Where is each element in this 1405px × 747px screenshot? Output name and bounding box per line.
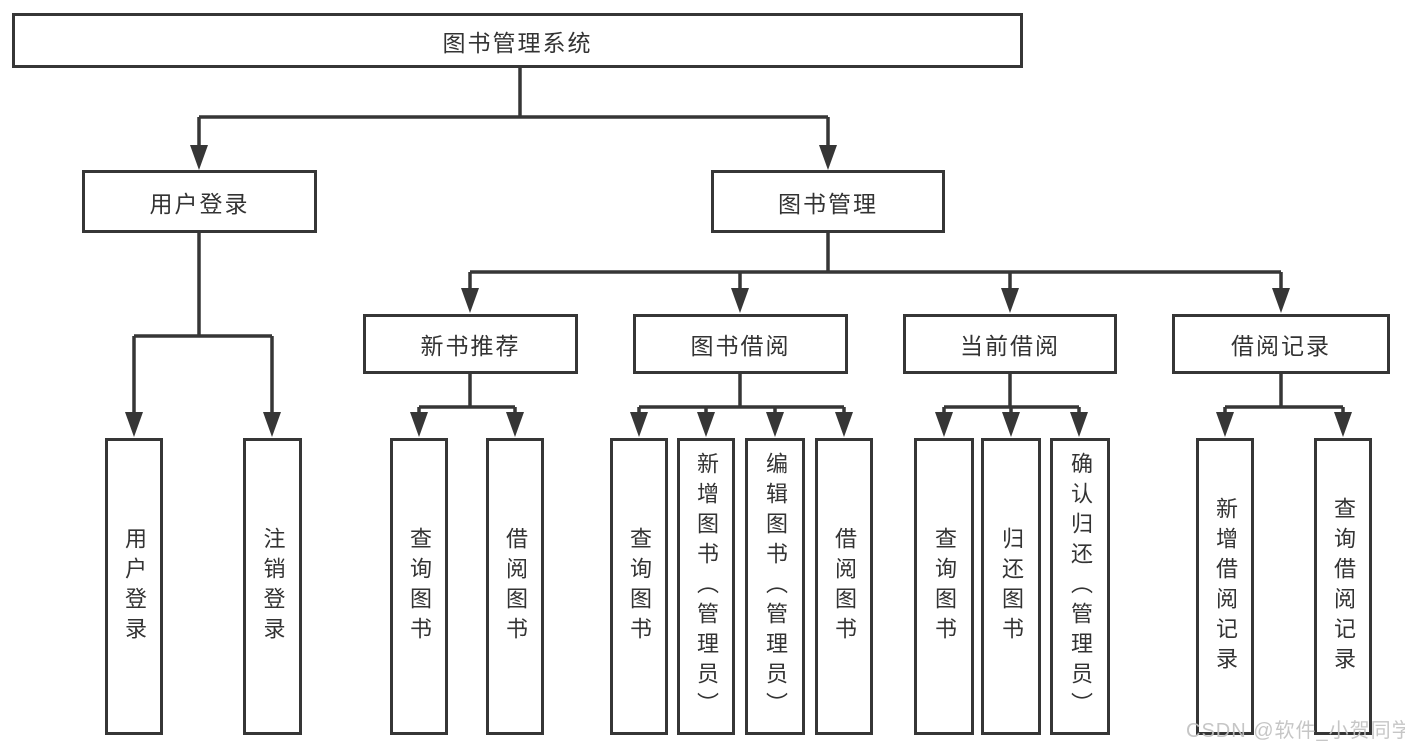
node-book-borrowing-label: 图书借阅 — [690, 333, 791, 359]
arrowhead — [1070, 412, 1088, 437]
arrowhead — [190, 145, 208, 170]
arrowhead — [410, 412, 428, 437]
node-leaf-borrow-books-2: 借阅图书 — [815, 438, 873, 735]
arrowhead — [766, 412, 784, 437]
node-leaf-user-login: 用户登录 — [105, 438, 163, 735]
arrowhead — [1334, 412, 1352, 437]
node-leaf-add-borrow-record-label: 新增借阅记录 — [1213, 496, 1238, 677]
node-new-book-recommend: 新书推荐 — [363, 314, 578, 374]
node-leaf-query-books-3: 查询图书 — [914, 438, 974, 735]
connector-path — [132, 68, 1345, 414]
node-leaf-query-books-2: 查询图书 — [610, 438, 668, 735]
node-leaf-logout-label: 注销登录 — [260, 526, 286, 647]
arrowhead — [506, 412, 524, 437]
node-leaf-add-books-admin: 新增图书（管理员） — [677, 438, 735, 735]
node-book-borrowing: 图书借阅 — [633, 314, 848, 374]
arrowhead — [125, 412, 143, 437]
arrowheads — [125, 145, 1352, 437]
node-leaf-confirm-return-admin-label: 确认归还（管理员） — [1068, 451, 1093, 722]
node-leaf-add-books-admin-label: 新增图书（管理员） — [694, 451, 719, 722]
node-book-management-label: 图书管理 — [778, 190, 878, 217]
arrowhead — [935, 412, 953, 437]
arrowhead — [263, 412, 281, 437]
node-leaf-query-books-1: 查询图书 — [390, 438, 448, 735]
arrowhead — [1002, 412, 1020, 437]
node-library-system: 图书管理系统 — [12, 13, 1023, 68]
arrowhead — [630, 412, 648, 437]
node-leaf-edit-books-admin: 编辑图书（管理员） — [745, 438, 805, 735]
node-leaf-edit-books-admin-label: 编辑图书（管理员） — [763, 451, 788, 722]
node-leaf-confirm-return-admin: 确认归还（管理员） — [1050, 438, 1110, 735]
node-leaf-add-borrow-record: 新增借阅记录 — [1196, 438, 1254, 735]
arrowhead — [835, 412, 853, 437]
node-leaf-borrow-books-1: 借阅图书 — [486, 438, 544, 735]
node-new-book-recommend-label: 新书推荐 — [420, 333, 521, 359]
arrowhead — [1001, 288, 1019, 313]
watermark: CSDN @软件_小贺同学 — [1186, 720, 1405, 742]
arrowhead — [1272, 288, 1290, 313]
node-leaf-borrow-books-2-label: 借阅图书 — [832, 526, 857, 647]
node-book-management: 图书管理 — [711, 170, 945, 233]
arrowhead — [1216, 412, 1234, 437]
node-user-login-label: 用户登录 — [149, 190, 250, 217]
node-leaf-borrow-books-1-label: 借阅图书 — [503, 526, 528, 647]
node-leaf-query-books-3-label: 查询图书 — [932, 526, 957, 647]
arrowhead — [461, 288, 479, 313]
node-current-borrowing-label: 当前借阅 — [960, 333, 1060, 359]
node-leaf-return-books-label: 归还图书 — [999, 526, 1024, 647]
node-leaf-user-login-label: 用户登录 — [122, 526, 147, 647]
node-leaf-query-books-2-label: 查询图书 — [627, 526, 652, 647]
arrowhead — [697, 412, 715, 437]
arrowhead — [819, 145, 837, 170]
node-library-system-label: 图书管理系统 — [442, 29, 593, 56]
node-leaf-query-borrow-record: 查询借阅记录 — [1314, 438, 1372, 735]
node-leaf-return-books: 归还图书 — [981, 438, 1041, 735]
node-current-borrowing: 当前借阅 — [903, 314, 1117, 374]
node-user-login: 用户登录 — [82, 170, 317, 233]
node-borrow-records: 借阅记录 — [1172, 314, 1390, 374]
arrowhead — [731, 288, 749, 313]
node-borrow-records-label: 借阅记录 — [1231, 333, 1331, 359]
node-leaf-query-books-1-label: 查询图书 — [407, 526, 432, 647]
node-leaf-query-borrow-record-label: 查询借阅记录 — [1331, 496, 1356, 677]
node-leaf-logout: 注销登录 — [243, 438, 302, 735]
